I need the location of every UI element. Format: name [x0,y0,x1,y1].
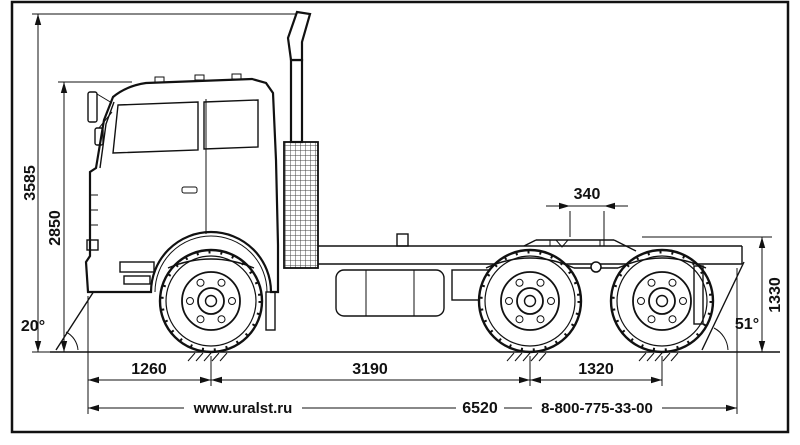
dim-bottom-row: 1260 3190 1320 [87,268,738,414]
approach-angle-label: 20° [21,318,45,335]
cab-step-lower [123,275,151,285]
dim-fifth-wheel-height: 1330 [642,236,784,353]
dim-fifth-wheel-offset-label: 340 [574,186,601,203]
dim-overall-length: www.uralst.ru 6520 8-800-775-33-00 [88,400,737,417]
muffler-shield [283,141,319,269]
front-fender-arc [154,235,268,293]
exhaust-stack [283,10,319,269]
fuel-tank [335,269,445,317]
frame-bracket [396,233,409,247]
wide-angle-mirror [94,127,104,146]
rear-side-window [203,99,259,150]
dim-overall-length-label: 6520 [462,400,498,417]
wheels [158,248,715,354]
website-text: www.uralst.ru [193,400,293,417]
departure-angle-arc [713,327,729,351]
dim-front-overhang-label: 1260 [131,361,167,378]
ground-line [50,351,780,362]
headlight [86,239,99,251]
approach-angle-line [55,287,97,351]
fifth-wheel [523,239,637,252]
exhaust-pipe [289,58,304,144]
door-handle [181,186,198,194]
dim-fifth-wheel-offset: 340 [546,186,628,246]
departure-angle-label: 51° [735,316,759,333]
page-border [10,0,790,434]
cab-step-upper [119,261,155,273]
exhaust-tip [286,10,312,62]
dim-bogie-spread-label: 1320 [578,361,614,378]
marker-light-3 [231,73,242,80]
marker-light-2 [194,74,205,81]
marker-light-1 [154,76,165,83]
kingpin-slot [555,239,569,248]
front-mudflap [265,291,276,331]
door-window [112,101,199,154]
approach-angle-arc [65,331,79,351]
suspension [167,257,707,273]
dim-cab-height-label: 2850 [47,210,64,246]
windshield [99,101,115,169]
dim-fifth-wheel-height-label: 1330 [767,277,784,313]
rear-mudflap [693,265,704,325]
main-mirror [87,91,98,123]
phone-text: 8-800-775-33-00 [541,400,653,417]
equalizer-pivot [590,261,602,273]
dim-overall-height: 3585 [22,13,297,353]
dim-overall-height-label: 3585 [22,165,39,201]
cab [84,73,280,331]
dim-cab-height: 2850 [47,81,132,352]
cab-silhouette [84,77,280,294]
ground-hatching [187,352,679,362]
dim-wheelbase-label: 3190 [352,361,388,378]
